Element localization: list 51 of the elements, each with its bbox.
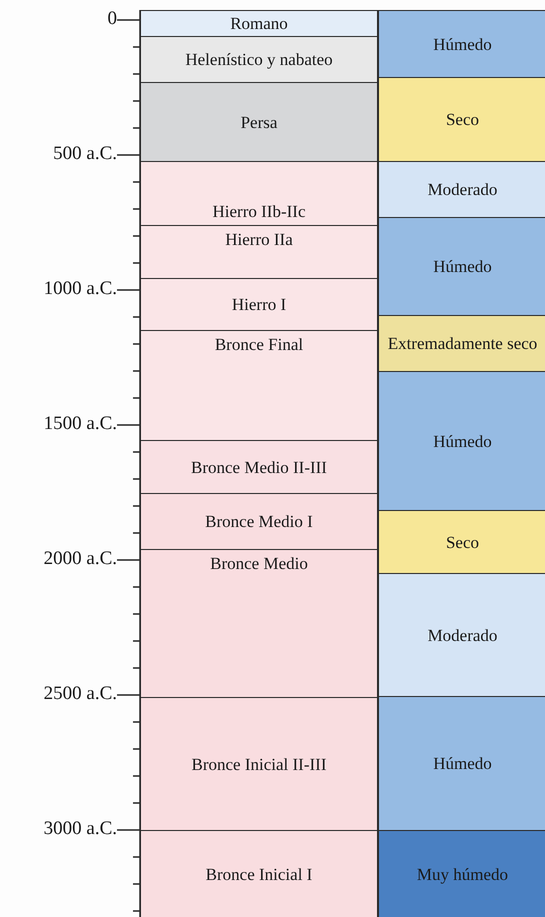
climate-cell: [378, 315, 545, 372]
axis-label: 500 a.C.: [53, 144, 117, 164]
cell-text: Helenístico y nabateo: [184, 50, 334, 69]
axis-label: 2000 a.C.: [44, 549, 117, 569]
axis-label: 1000 a.C.: [44, 279, 117, 299]
climate-cell: [378, 573, 545, 697]
period-cell: [140, 330, 378, 441]
cell-text: Bronce Final: [214, 335, 304, 354]
cell-text: Bronce Inicial II-III: [190, 754, 328, 774]
cell-text: Romano: [229, 14, 289, 33]
climate-cell: [378, 830, 545, 917]
period-cell: [140, 278, 378, 331]
climate-cell: [378, 10, 545, 78]
period-cell: [140, 549, 378, 698]
period-cell: [140, 697, 378, 831]
climate-cell: [378, 161, 545, 218]
axis-label: 2500 a.C.: [44, 684, 117, 704]
cell-text: Bronce Medio II-III: [190, 458, 328, 476]
axis-label: 3000 a.C.: [44, 819, 117, 839]
period-cell: [140, 440, 378, 494]
period-cell: [140, 36, 378, 83]
cell-text: Bronce Medio: [209, 554, 309, 573]
period-cell: [140, 10, 378, 37]
cell-text: Húmedo: [432, 754, 493, 773]
period-cell: [140, 830, 378, 917]
cell-text: Húmedo: [432, 34, 493, 54]
cell-text: Bronce Medio I: [204, 512, 314, 531]
climate-cell: [378, 217, 545, 316]
cell-text: Hierro I: [230, 295, 288, 314]
cell-text: Moderado: [426, 180, 498, 199]
axis-label: 0: [108, 9, 117, 29]
climate-cell: [378, 371, 545, 511]
climate-cell: [378, 696, 545, 831]
cell-text: Moderado: [426, 626, 498, 644]
cell-text: Húmedo: [432, 257, 493, 276]
cell-text: Bronce Inicial I: [204, 864, 314, 884]
cell-text: Seco: [444, 532, 480, 552]
cell-text: Seco: [444, 110, 480, 129]
period-cell: [140, 161, 378, 226]
cell-text: Hierro IIa: [224, 230, 294, 249]
axis-label: 1500 a.C.: [44, 414, 117, 434]
cell-text: Persa: [240, 112, 278, 132]
climate-cell: [378, 510, 545, 574]
cell-text: Húmedo: [432, 432, 493, 450]
period-cell: [140, 82, 378, 162]
climate-cell: [378, 77, 545, 162]
cell-text: Hierro IIb-IIc: [212, 202, 306, 221]
period-cell: [140, 225, 378, 279]
cell-text: Extremadamente seco: [386, 334, 538, 353]
cell-text: Muy húmedo: [416, 864, 510, 884]
period-cell: [140, 493, 378, 550]
